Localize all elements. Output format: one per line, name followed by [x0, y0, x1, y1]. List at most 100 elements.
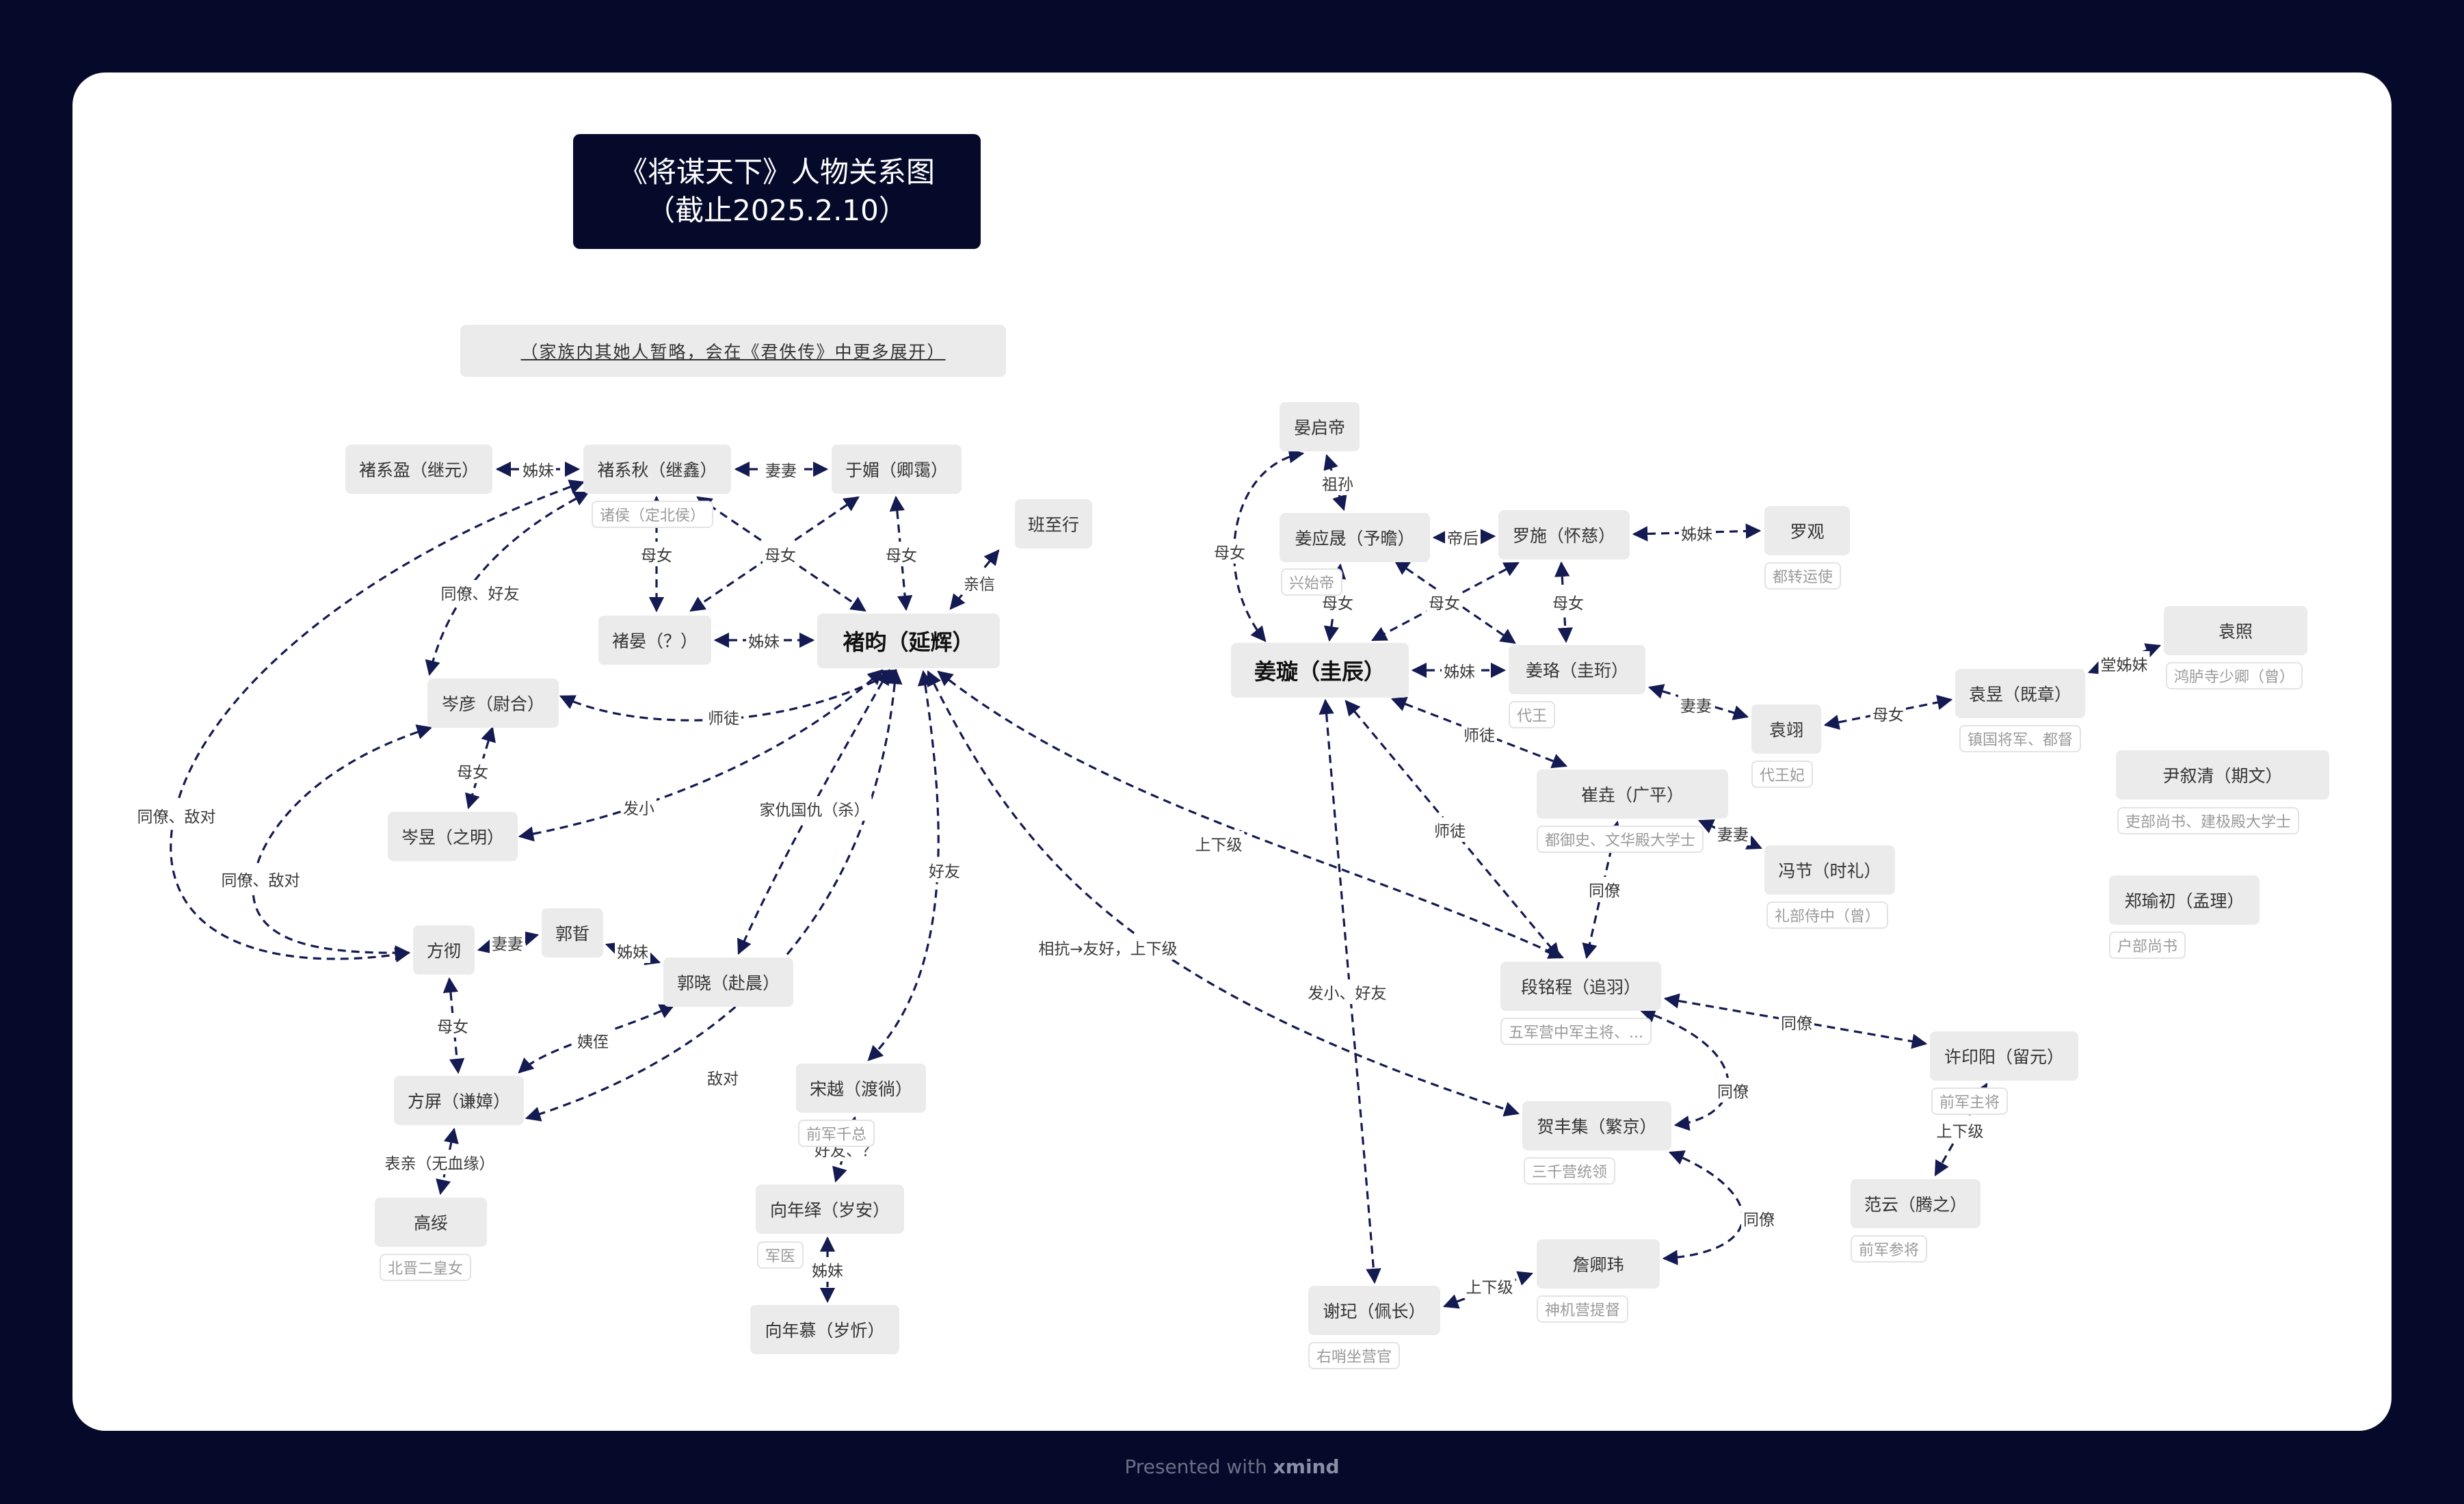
edge-luo-shi-luo-guan[interactable]	[1632, 523, 1762, 542]
edge-label-cen-yan-fang-che: 同僚、敌对	[219, 867, 302, 891]
edge-label-guo-xiao-fang-ping: 姨侄	[575, 1028, 611, 1053]
node-note-jiang-yingsheng: 兴始帝	[1281, 568, 1343, 596]
node-feng-jie[interactable]: 冯节（时礼）	[1764, 845, 1895, 895]
edge-guo-xiao-fang-ping[interactable]	[518, 1004, 676, 1074]
edge-label-jiang-xuan-jiang-luo: 姊妹	[1442, 658, 1477, 683]
edge-he-fengji-zhan-qingwei[interactable]	[1662, 1150, 1744, 1265]
node-he-fengji[interactable]: 贺丰集（繁京）	[1522, 1101, 1671, 1150]
edge-label-jiang-xuan-duan-mingcheng: 师徒	[1432, 817, 1468, 842]
edge-label-yuan-yu2-yuan-zhao: 堂姊妹	[2098, 651, 2150, 676]
node-zhan-qingwei[interactable]: 詹卿玮	[1537, 1239, 1660, 1289]
node-duan-mingcheng[interactable]: 段铭程（追羽）	[1500, 962, 1661, 1011]
node-note-feng-jie: 礼部侍中（曾）	[1766, 901, 1889, 929]
edge-label-cen-yu-chu-yun: 发小	[621, 795, 657, 819]
node-note-he-fengji: 三千营统领	[1524, 1157, 1616, 1185]
node-cen-yan[interactable]: 岑彦（尉合）	[427, 678, 559, 728]
edge-chu-yun-he-fengji[interactable]	[927, 670, 1520, 1117]
node-fang-che[interactable]: 方彻	[413, 925, 475, 975]
footer: Presented with xmind	[0, 1455, 2464, 1478]
node-xiang-nianyi[interactable]: 向年绎（岁安）	[756, 1185, 904, 1234]
node-note-gao-sui: 北晋二皇女	[380, 1254, 472, 1281]
node-guo-zhe[interactable]: 郭晢	[542, 908, 603, 958]
node-yin-xuqing[interactable]: 尹叙清（期文）	[2116, 750, 2329, 800]
edge-yuan-yu2-yuan-zhao[interactable]	[2087, 643, 2162, 675]
node-gao-sui[interactable]: 高绥	[375, 1198, 487, 1247]
edge-label-cen-yan-cen-yu: 母女	[455, 758, 490, 783]
node-luo-guan[interactable]: 罗观	[1764, 506, 1850, 555]
node-yuan-yu2[interactable]: 袁昱（既章）	[1955, 669, 2085, 718]
node-note-yin-xuqing: 吏部尚书、建极殿大学士	[2117, 807, 2300, 834]
edge-label-jiang-yingsheng-jiang-luo: 母女	[1427, 590, 1462, 614]
edge-label-guo-zhe-guo-xiao: 姊妹	[615, 938, 650, 963]
edge-duan-mingcheng-he-fengji[interactable]	[1639, 1007, 1730, 1131]
node-note-duan-mingcheng: 五军营中军主将、...	[1500, 1018, 1652, 1045]
edge-label-chu-xiqiu-fang-che: 同僚、敌对	[135, 803, 218, 828]
node-xu-yinyang[interactable]: 许印阳（留元）	[1930, 1031, 2078, 1081]
node-fan-yun[interactable]: 范云（腾之）	[1851, 1179, 1981, 1228]
edge-label-chu-yun-fang-ping: 敌对	[705, 1065, 741, 1090]
edge-label-chu-yun-guo-xiao: 家仇国仇（杀）	[757, 796, 872, 821]
node-yu-mei[interactable]: 于媚（卿霭）	[832, 445, 962, 494]
edge-label-yan-qidi-jiang-xuan: 祖孙	[1320, 471, 1355, 495]
xmind-logo: xmind	[1273, 1455, 1340, 1478]
node-chu-xiying[interactable]: 褚系盈（继元）	[345, 445, 492, 494]
node-zheng-yuchu[interactable]: 郑瑜初（孟理）	[2109, 875, 2260, 925]
node-jiang-yingsheng[interactable]: 姜应晟（予曕）	[1280, 513, 1430, 562]
edge-yan-qidi-jiang-yingsheng[interactable]	[1232, 448, 1305, 642]
diagram-title: 《将谋天下》人物关系图 （截止2025.2.10）	[573, 134, 981, 249]
edge-label-chu-yun-he-fengji: 相抗→友好，上下级	[1036, 935, 1180, 960]
edge-ban-zhixing-chu-yun[interactable]	[949, 549, 1000, 610]
edge-label-yu-mei-chu-yun: 母女	[884, 542, 919, 566]
edge-label-xiang-nianyi-xiang-nianmu: 姊妹	[810, 1257, 845, 1282]
node-luo-shi[interactable]: 罗施（怀慈）	[1498, 510, 1630, 559]
edge-label-yuan-yu-yuan-yu2: 母女	[1870, 701, 1906, 726]
edge-label-he-fengji-zhan-qingwei: 同僚	[1741, 1206, 1777, 1230]
node-fang-ping[interactable]: 方屏（谦嫜）	[394, 1076, 524, 1125]
node-note-yuan-yu2: 镇国将军、都督	[1959, 725, 2082, 752]
node-jiang-luo[interactable]: 姜珞（圭珩）	[1509, 645, 1645, 694]
title-line-2: （截止2025.2.10）	[646, 194, 908, 227]
node-xie-ji[interactable]: 谢玘（佩长）	[1308, 1286, 1440, 1335]
edge-label-jiang-luo-yuan-yu: 妻妻	[1678, 692, 1714, 717]
edge-label-jiang-yingsheng-luo-shi: 帝后	[1445, 525, 1481, 549]
node-guo-xiao[interactable]: 郭晓（赴晨）	[663, 958, 793, 1007]
node-note-xie-ji: 右哨坐营官	[1308, 1342, 1401, 1369]
edge-yuan-yu-yuan-yu2[interactable]	[1823, 694, 1953, 730]
node-chu-yun[interactable]: 褚昀（延辉）	[817, 614, 1000, 668]
edge-label-chu-xiying-chu-xiqiu: 姊妹	[520, 457, 556, 481]
node-cen-yu[interactable]: 岑昱（之明）	[388, 812, 518, 861]
node-yuan-zhao[interactable]: 袁照	[2164, 606, 2307, 655]
edge-jiang-luo-yuan-yu[interactable]	[1647, 684, 1749, 720]
node-note-jiang-luo: 代王	[1509, 701, 1556, 728]
edge-label-fang-ping-gao-sui: 表亲（无血缘）	[382, 1150, 497, 1174]
node-jiang-xuan[interactable]: 姜璇（圭辰）	[1231, 643, 1409, 698]
edge-label-ban-zhixing-chu-yun: 亲信	[962, 570, 997, 595]
node-xiang-nianmu[interactable]: 向年慕（岁忻）	[750, 1305, 899, 1354]
edge-label-jiang-xuan-xie-ji: 发小、好友	[1306, 979, 1389, 1004]
node-cui-kui[interactable]: 崔垚（广平）	[1537, 769, 1728, 819]
node-yan-qidi[interactable]: 晏启帝	[1280, 402, 1360, 451]
edge-label-luo-shi-jiang-luo: 母女	[1550, 590, 1586, 614]
edge-duan-mingcheng-xu-yinyang[interactable]	[1663, 993, 1928, 1049]
node-note-zheng-yuchu: 户部尚书	[2109, 932, 2186, 959]
edge-jiang-xuan-xie-ji[interactable]	[1319, 698, 1381, 1284]
edge-label-yan-qidi-jiang-yingsheng: 母女	[1212, 539, 1247, 564]
node-note-xiang-nianyi: 军医	[757, 1241, 804, 1269]
edge-label-chu-yan-chu-yun: 姊妹	[746, 628, 782, 652]
node-song-yue[interactable]: 宋越（渡徜）	[796, 1064, 926, 1113]
edge-label-chu-yun-song-yue: 好友	[927, 858, 962, 882]
edge-label-chu-xiqiu-cen-yan: 同僚、好友	[438, 580, 522, 605]
node-chu-xiqiu[interactable]: 褚系秋（继鑫）	[583, 445, 731, 494]
edge-label-fang-che-fang-ping: 母女	[435, 1013, 471, 1038]
node-yuan-yu[interactable]: 袁翊	[1751, 704, 1821, 754]
note-box: （家族内其她人暂略，会在《君佚传》中更多展开）	[460, 325, 1006, 377]
edge-label-cui-kui-duan-mingcheng: 同僚	[1587, 877, 1622, 901]
edge-label-jiang-xuan-cui-kui: 师徒	[1461, 722, 1497, 746]
node-chu-yan[interactable]: 褚晏（？）	[598, 616, 711, 665]
edge-chu-yun-duan-mingcheng[interactable]	[937, 670, 1565, 959]
edge-label-chu-yun-duan-mingcheng: 上下级	[1193, 831, 1245, 856]
edge-label-cen-yan-chu-yun: 师徒	[706, 704, 741, 729]
node-ban-zhixing[interactable]: 班至行	[1015, 499, 1092, 549]
